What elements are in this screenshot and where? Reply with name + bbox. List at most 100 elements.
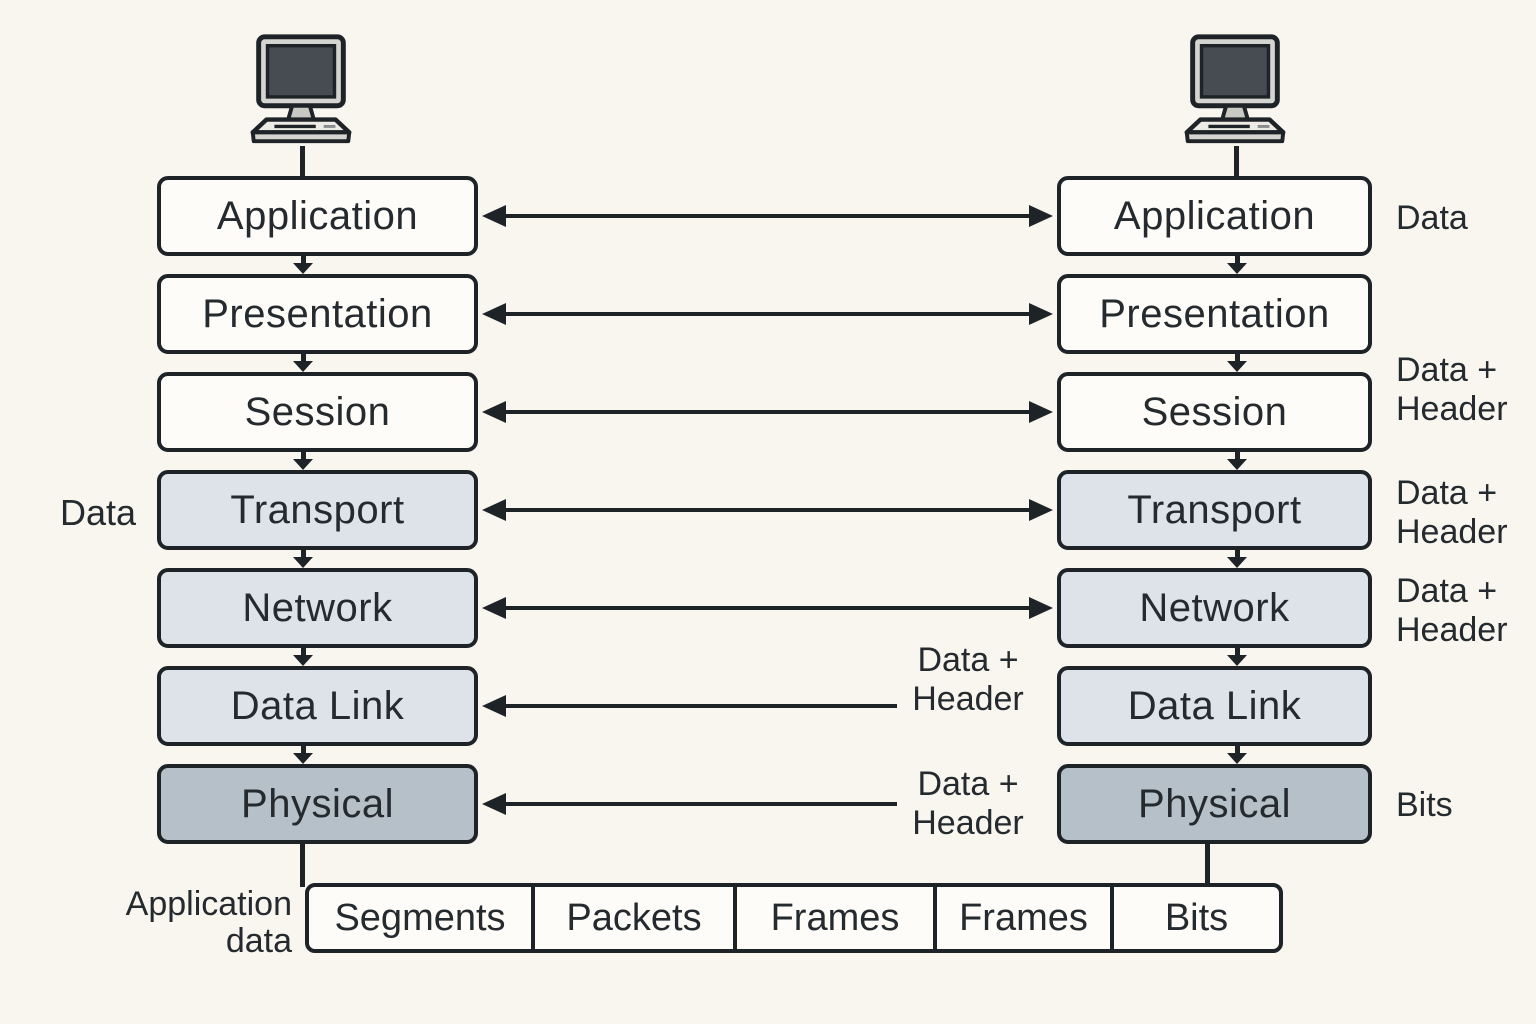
- layer-label: Application: [1113, 193, 1316, 238]
- layer-box-right-presentation: Presentation: [1057, 274, 1372, 354]
- arrow-line: [502, 508, 1033, 512]
- down-arrow-icon: [1226, 746, 1248, 764]
- layer-box-left-physical: Physical: [157, 764, 478, 844]
- layer-box-right-session: Session: [1057, 372, 1372, 452]
- peer-arrow-network: [482, 593, 1053, 623]
- peer-arrow-transport: [482, 495, 1053, 525]
- label-right-data-header-2: Data +Header: [1396, 474, 1508, 552]
- layer-label: Presentation: [1099, 291, 1330, 336]
- down-arrow-icon: [1226, 648, 1248, 666]
- layer-box-left-application: Application: [157, 176, 478, 256]
- arrow-line: [502, 606, 1033, 610]
- arrow-line: [502, 312, 1033, 316]
- down-arrow-icon: [1226, 550, 1248, 568]
- arrowhead-left-icon: [482, 205, 506, 227]
- label-line: Data +: [917, 641, 1019, 679]
- arrowhead-left-icon: [482, 597, 506, 619]
- down-arrow-icon: [1226, 256, 1248, 274]
- label-line: Header: [1396, 513, 1508, 551]
- pdu-cell-bits: Bits: [1110, 887, 1279, 949]
- arrow-line: [502, 214, 1033, 218]
- layer-box-left-session: Session: [157, 372, 478, 452]
- layer-label: Data Link: [1127, 683, 1302, 728]
- layer-box-right-physical: Physical: [1057, 764, 1372, 844]
- layer-box-right-application: Application: [1057, 176, 1372, 256]
- arrow-line: [502, 410, 1033, 414]
- caption-line: data: [225, 922, 292, 960]
- pdu-cell-segments: Segments: [334, 896, 506, 939]
- label-right-bits: Bits: [1396, 786, 1453, 825]
- connector-line: [300, 146, 305, 178]
- label-line: Data +: [1396, 572, 1498, 610]
- down-arrow-icon: [292, 354, 314, 372]
- layer-box-left-presentation: Presentation: [157, 274, 478, 354]
- label-line: Data +: [917, 765, 1019, 803]
- layer-box-right-datalink: Data Link: [1057, 666, 1372, 746]
- arrow-line: [502, 704, 897, 708]
- label-line: Header: [912, 680, 1024, 718]
- arrowhead-right-icon: [1029, 597, 1053, 619]
- layer-label: Network: [1139, 585, 1290, 630]
- layer-label: Transport: [230, 487, 405, 532]
- layer-label: Physical: [1138, 781, 1291, 826]
- arrowhead-right-icon: [1029, 401, 1053, 423]
- label-middle-data-header-datalink: Data +Header: [876, 641, 1060, 719]
- pdu-row: Segments Packets Frames Frames Bits: [305, 883, 1283, 953]
- arrow-line: [502, 802, 897, 806]
- down-arrow-icon: [292, 256, 314, 274]
- peer-arrow-physical: [482, 789, 897, 819]
- down-arrow-icon: [292, 550, 314, 568]
- arrowhead-left-icon: [482, 793, 506, 815]
- down-arrow-icon: [1226, 354, 1248, 372]
- layer-box-left-datalink: Data Link: [157, 666, 478, 746]
- arrowhead-left-icon: [482, 499, 506, 521]
- computer-right: [1171, 32, 1299, 150]
- computer-left: [237, 32, 365, 150]
- layer-label: Transport: [1127, 487, 1302, 532]
- down-arrow-icon: [1226, 452, 1248, 470]
- label-line: Header: [1396, 390, 1508, 428]
- pdu-cell-packets: Packets: [531, 887, 733, 949]
- caption-line: Application: [125, 885, 292, 923]
- pdu-cell-frames-1: Frames: [733, 887, 933, 949]
- layer-label: Session: [1141, 389, 1288, 434]
- connector-line: [1205, 842, 1210, 887]
- layer-label: Physical: [241, 781, 394, 826]
- down-arrow-icon: [292, 648, 314, 666]
- label-right-data-header-1: Data +Header: [1396, 351, 1508, 429]
- label-data-left: Data: [60, 492, 137, 533]
- peer-arrow-presentation: [482, 299, 1053, 329]
- peer-arrow-session: [482, 397, 1053, 427]
- label-right-data: Data: [1396, 199, 1468, 238]
- label-line: Data +: [1396, 351, 1498, 389]
- computer-icon: [250, 34, 352, 144]
- arrowhead-left-icon: [482, 303, 506, 325]
- connector-line: [300, 842, 305, 887]
- down-arrow-icon: [292, 746, 314, 764]
- down-arrow-icon: [292, 452, 314, 470]
- peer-arrow-datalink: [482, 691, 897, 721]
- label-line: Header: [1396, 611, 1508, 649]
- peer-arrow-application: [482, 201, 1053, 231]
- arrowhead-right-icon: [1029, 499, 1053, 521]
- layer-box-left-network: Network: [157, 568, 478, 648]
- layer-box-left-transport: Transport: [157, 470, 478, 550]
- label-line: Data +: [1396, 474, 1498, 512]
- layer-label: Session: [244, 389, 391, 434]
- layer-label: Network: [242, 585, 393, 630]
- pdu-cell-frames-2: Frames: [933, 887, 1110, 949]
- label-line: Bits: [1396, 786, 1453, 824]
- layer-box-right-network: Network: [1057, 568, 1372, 648]
- arrowhead-right-icon: [1029, 303, 1053, 325]
- layer-box-right-transport: Transport: [1057, 470, 1372, 550]
- label-line: Data: [1396, 199, 1468, 237]
- label-middle-data-header-physical: Data +Header: [876, 765, 1060, 843]
- layer-label: Presentation: [202, 291, 433, 336]
- label-right-data-header-3: Data +Header: [1396, 572, 1508, 650]
- arrowhead-right-icon: [1029, 205, 1053, 227]
- connector-line: [1234, 146, 1239, 178]
- label-line: Header: [912, 804, 1024, 842]
- arrowhead-left-icon: [482, 695, 506, 717]
